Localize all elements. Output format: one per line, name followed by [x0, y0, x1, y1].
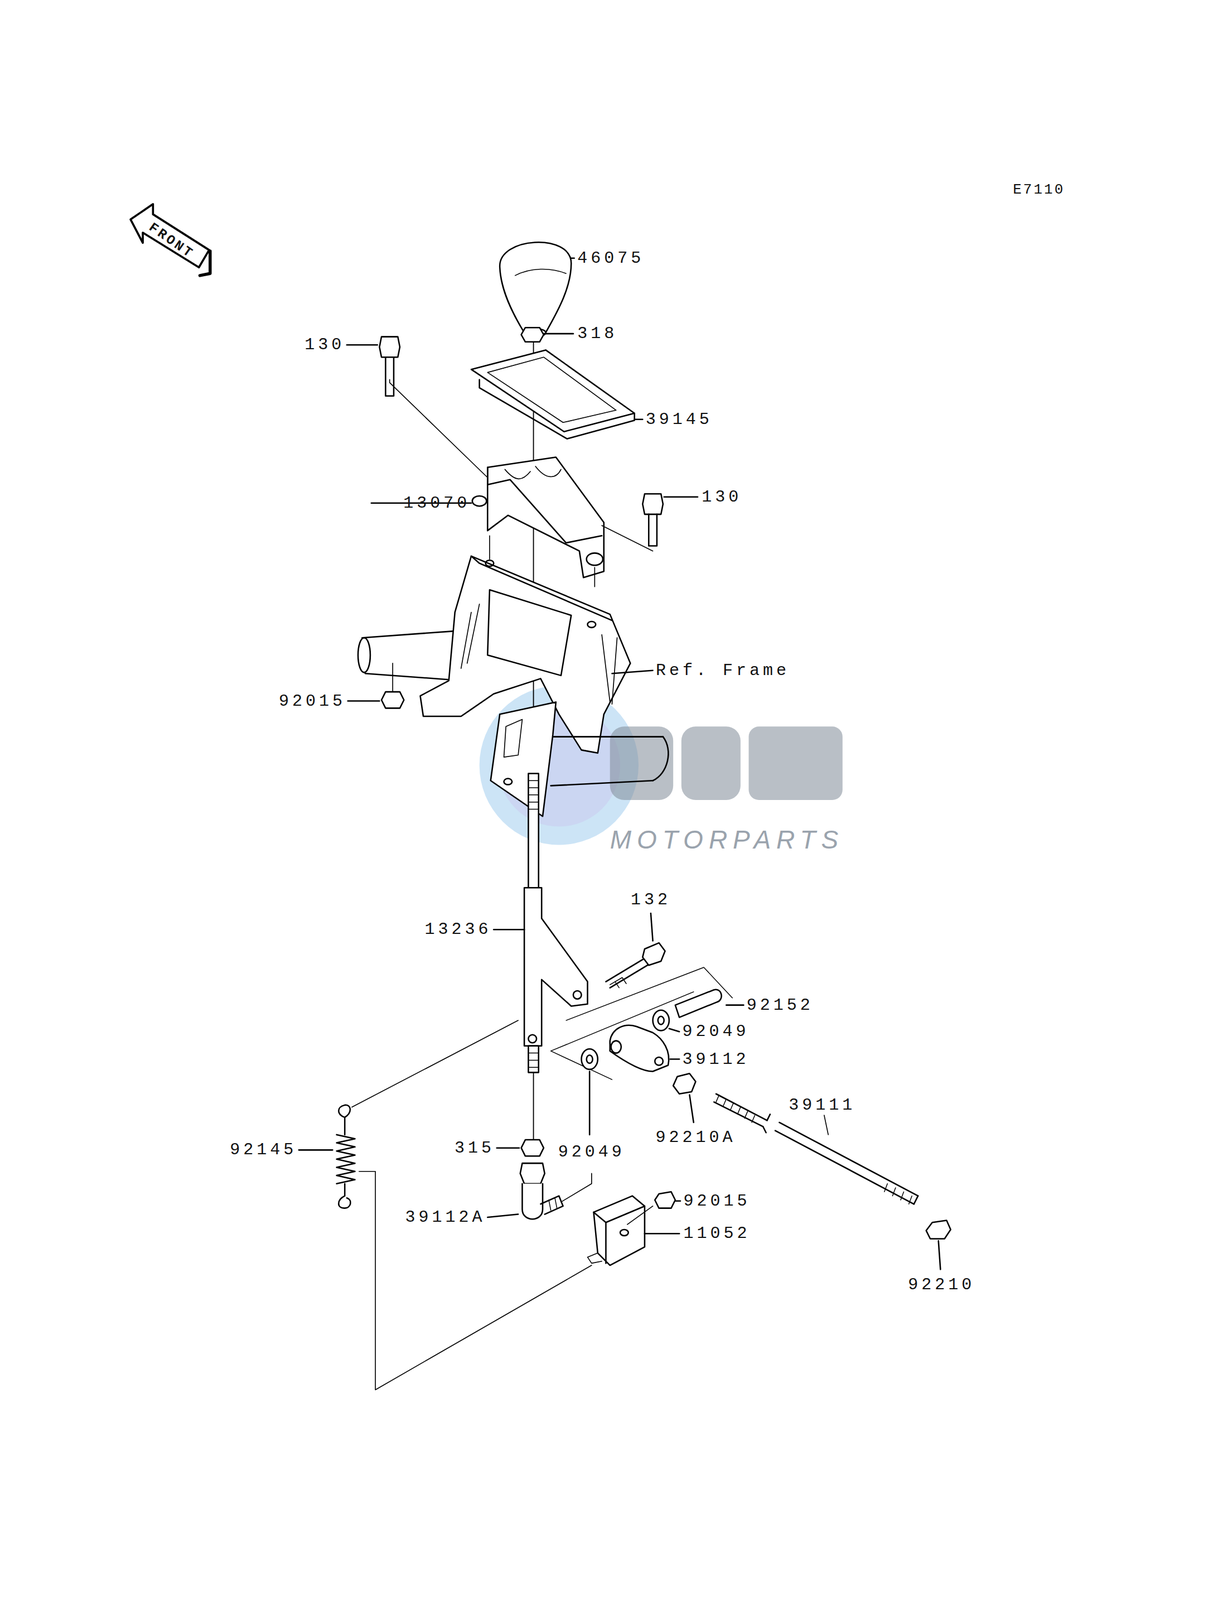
nut: [926, 1220, 951, 1239]
bolt: [605, 956, 651, 988]
front-arrow: [130, 204, 210, 268]
nut: [521, 1139, 544, 1156]
washer: [581, 1048, 598, 1070]
reference-label: Ref. Frame: [655, 661, 790, 679]
callout-number: 92015: [278, 692, 346, 710]
shift-knob: [499, 242, 572, 333]
bolt: [642, 493, 664, 515]
nut: [521, 327, 544, 342]
callout-number: 130: [304, 336, 345, 354]
nut: [654, 1191, 676, 1208]
lever: [610, 1025, 669, 1072]
callout-number: 39145: [645, 411, 713, 428]
bolt: [379, 336, 400, 358]
callout-number: 92145: [229, 1141, 297, 1158]
callout-number: 318: [577, 325, 618, 342]
front-indicator: FRONT: [146, 220, 197, 261]
nut: [381, 691, 404, 708]
callout-number: 39112A: [405, 1208, 486, 1226]
callout-number: 315: [454, 1139, 495, 1157]
bracket: [587, 1195, 645, 1265]
callout-number: 39111: [788, 1096, 856, 1114]
callout-number: 11052: [683, 1224, 751, 1242]
ball-joint: [520, 1162, 564, 1219]
callout-number: 92152: [746, 996, 814, 1014]
callout-number: 92049: [682, 1022, 750, 1040]
callout-number: 92015: [683, 1192, 751, 1210]
callout-number: 92049: [558, 1143, 626, 1160]
callout-number: 13236: [424, 920, 492, 938]
frame: [358, 556, 669, 816]
callout-number: 13070: [403, 494, 471, 512]
callout-number: 92210A: [655, 1128, 736, 1146]
callout-number: 132: [630, 891, 671, 908]
callout-number: 92210: [907, 1275, 975, 1293]
pin: [675, 989, 722, 1018]
washer: [653, 1009, 670, 1031]
cable-rod: [713, 1093, 918, 1205]
shift-gate: [487, 456, 604, 578]
callout-number: 39112: [682, 1050, 750, 1068]
nut: [673, 1072, 696, 1094]
watermark: MOTORPARTS: [610, 826, 844, 853]
callout-number: 46075: [577, 249, 645, 267]
shift-rod: [524, 772, 588, 1072]
drawing-code: E7110: [1012, 182, 1065, 197]
shift-plate: [471, 349, 635, 432]
spring: [336, 1104, 356, 1208]
callout-number: 130: [701, 488, 742, 506]
